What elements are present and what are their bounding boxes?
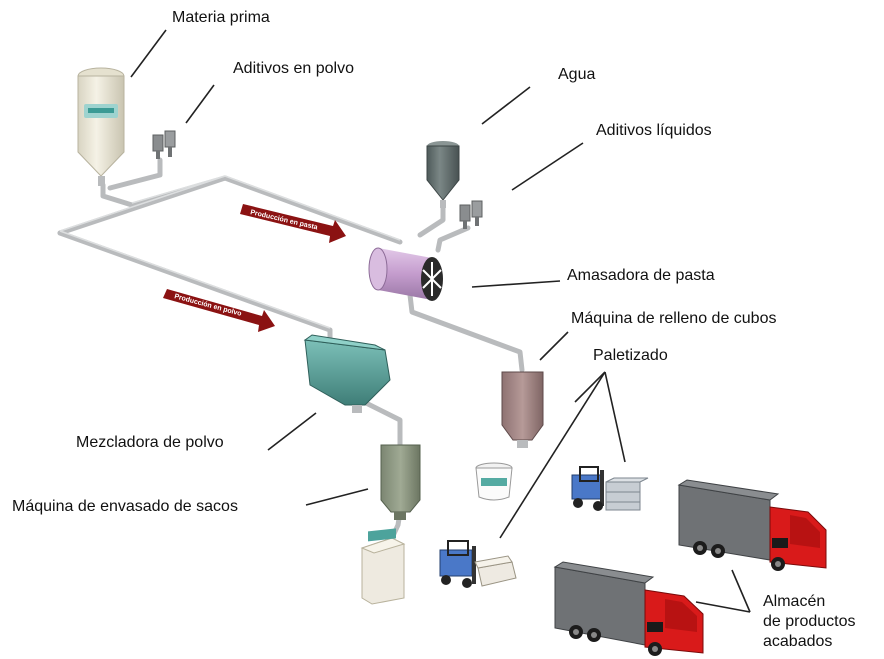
label-aditivos-polvo: Aditivos en polvo (233, 60, 354, 77)
powder-bag (360, 528, 406, 605)
bucket-filling-machine (501, 371, 544, 448)
label-amasadora: Amasadora de pasta (567, 267, 715, 284)
water-tank (426, 141, 460, 208)
powder-additive-hoppers (152, 130, 176, 159)
truck-lower (553, 561, 704, 656)
bag-filling-machine (380, 444, 421, 520)
liquid-additive-hoppers (459, 200, 483, 229)
label-paletizado: Paletizado (593, 347, 668, 364)
label-aditivos-liquidos: Aditivos líquidos (596, 122, 712, 139)
powder-mixer (303, 334, 391, 413)
flow-arrow-pasta: Producción en pasta (240, 204, 346, 243)
forklift-lower (439, 540, 517, 588)
flow-arrow-polvo: Producción en polvo (163, 289, 275, 332)
leader-lines (130, 29, 751, 613)
paste-bucket (475, 462, 513, 501)
label-agua: Agua (558, 66, 596, 83)
forklift-upper (571, 466, 649, 511)
label-almacen-line3: acabados (763, 633, 833, 650)
paste-kneader (368, 247, 443, 301)
label-materia-prima: Materia prima (172, 9, 270, 26)
truck-upper (677, 479, 827, 571)
label-almacen-line2: de productos (763, 613, 856, 630)
label-maquina-relleno: Máquina de relleno de cubos (571, 310, 777, 327)
pipe-highlights (59, 175, 401, 329)
label-almacen-line1: Almacén (763, 593, 826, 610)
raw-material-silo (77, 67, 125, 186)
label-mezcladora: Mezcladora de polvo (76, 434, 224, 451)
label-envasado: Máquina de envasado de sacos (12, 498, 238, 515)
